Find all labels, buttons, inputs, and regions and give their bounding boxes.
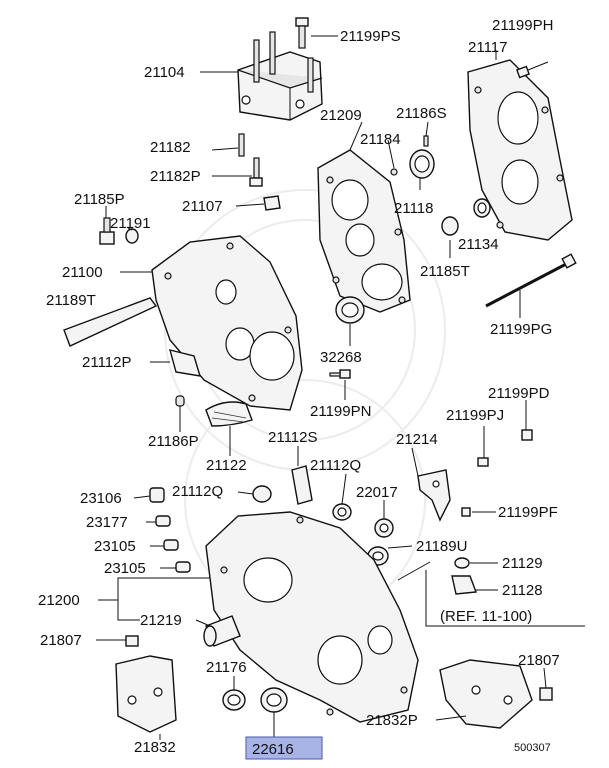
part-21112Q-plug-a[interactable] bbox=[252, 485, 272, 503]
part-21112P-cover[interactable] bbox=[169, 349, 201, 377]
label-21186P[interactable]: 21186P bbox=[148, 433, 199, 450]
label-21200[interactable]: 21200 bbox=[38, 592, 80, 609]
label-21100[interactable]: 21100 bbox=[62, 264, 103, 281]
part-21176-seal[interactable] bbox=[222, 689, 246, 711]
label-21185T[interactable]: 21185T bbox=[420, 263, 470, 280]
part-23105-bushing-a[interactable] bbox=[163, 539, 179, 551]
label-21199PS[interactable]: 21199PS bbox=[340, 28, 401, 45]
label-21189U[interactable]: 21189U bbox=[416, 538, 467, 555]
label-21176[interactable]: 21176 bbox=[206, 659, 247, 676]
part-23106-boot[interactable] bbox=[149, 487, 165, 503]
part-21199PF-bolt[interactable] bbox=[461, 507, 471, 517]
part-21184-pin[interactable] bbox=[390, 168, 398, 176]
part-21199PN-bolt[interactable] bbox=[329, 369, 351, 379]
label-21199PF[interactable]: 21199PF bbox=[498, 504, 558, 521]
part-21832P-bracket[interactable] bbox=[439, 659, 533, 729]
part-21214-bracket[interactable] bbox=[417, 469, 451, 522]
part-21200-housing[interactable] bbox=[205, 511, 419, 723]
label-21219[interactable]: 21219 bbox=[140, 612, 182, 629]
label-23177[interactable]: 23177 bbox=[86, 514, 128, 531]
part-21199PD-bolt[interactable] bbox=[521, 429, 533, 441]
label-21112Q-a[interactable]: 21112Q bbox=[172, 483, 223, 500]
label-22616[interactable]: 22616 bbox=[252, 741, 294, 758]
part-21128-sensor[interactable] bbox=[451, 575, 477, 595]
label-21214[interactable]: 21214 bbox=[396, 431, 438, 448]
part-21182-stud[interactable] bbox=[238, 133, 245, 157]
part-32268-seal[interactable] bbox=[335, 296, 365, 324]
label-22017[interactable]: 22017 bbox=[356, 484, 398, 501]
label-32268[interactable]: 32268 bbox=[320, 349, 362, 366]
part-23105-bushing-b[interactable] bbox=[175, 561, 191, 573]
label-21129[interactable]: 21129 bbox=[502, 555, 543, 572]
part-21832-bracket[interactable] bbox=[115, 655, 177, 733]
label-21191[interactable]: 21191 bbox=[110, 215, 151, 232]
label-21199PJ[interactable]: 21199PJ bbox=[446, 407, 504, 424]
label-21209[interactable]: 21209 bbox=[320, 107, 362, 124]
label-21117[interactable]: 21117 bbox=[468, 39, 508, 56]
label-21189T[interactable]: 21189T bbox=[46, 292, 96, 309]
part-21199PG-long-bolt[interactable] bbox=[485, 253, 577, 308]
part-21112Q-seal-b[interactable] bbox=[332, 503, 352, 521]
part-21219-sleeve[interactable] bbox=[203, 615, 241, 647]
label-23106[interactable]: 23106 bbox=[80, 490, 122, 507]
label-21112P[interactable]: 21112P bbox=[82, 354, 132, 371]
ref-label[interactable]: (REF. 11-100) bbox=[440, 608, 532, 625]
label-21128[interactable]: 21128 bbox=[502, 582, 543, 599]
ref-cable bbox=[397, 561, 585, 627]
part-21185T-plug[interactable] bbox=[441, 216, 459, 236]
part-21189T-gasket[interactable] bbox=[63, 297, 158, 347]
part-21122-magnet[interactable] bbox=[205, 401, 253, 427]
label-21832P[interactable]: 21832P bbox=[366, 712, 418, 729]
part-21182P-stud[interactable] bbox=[249, 157, 263, 187]
part-21104-cover[interactable] bbox=[237, 31, 323, 121]
label-23105-a[interactable]: 23105 bbox=[94, 538, 136, 555]
label-21107[interactable]: 21107 bbox=[182, 198, 223, 215]
part-21118-seal[interactable] bbox=[409, 149, 435, 179]
label-21122[interactable]: 21122 bbox=[206, 457, 247, 474]
part-23177-bushing[interactable] bbox=[155, 515, 171, 527]
label-21182[interactable]: 21182 bbox=[150, 139, 191, 156]
label-21134[interactable]: 21134 bbox=[458, 236, 499, 253]
label-21807-left[interactable]: 21807 bbox=[40, 632, 82, 649]
part-21199PS-bolt[interactable] bbox=[295, 17, 309, 49]
label-21182P[interactable]: 21182P bbox=[150, 168, 201, 185]
label-21199PN[interactable]: 21199PN bbox=[310, 403, 371, 420]
label-21118[interactable]: 21118 bbox=[394, 200, 434, 217]
part-labels: 21199PS 21199PH 21117 21104 21209 21186S… bbox=[38, 17, 560, 758]
part-22017-seal[interactable] bbox=[374, 518, 394, 538]
highlight-box bbox=[245, 736, 323, 760]
part-21185P-plug[interactable] bbox=[99, 217, 115, 245]
part-21209-plate[interactable] bbox=[317, 149, 411, 313]
part-21186S-pin[interactable] bbox=[423, 135, 429, 147]
label-21832[interactable]: 21832 bbox=[134, 739, 176, 756]
label-21199PG[interactable]: 21199PG bbox=[490, 321, 552, 338]
part-21807-bolt-left[interactable] bbox=[125, 635, 139, 647]
label-21807-right[interactable]: 21807 bbox=[518, 652, 560, 669]
part-21186P-pin[interactable] bbox=[175, 395, 185, 407]
label-21186S[interactable]: 21186S bbox=[396, 105, 447, 122]
part-21191-ring[interactable] bbox=[125, 228, 139, 244]
label-21199PH[interactable]: 21199PH bbox=[492, 17, 553, 34]
part-22616-seal[interactable] bbox=[260, 687, 288, 713]
leader-lines bbox=[96, 35, 547, 740]
part-21117-rear-cover[interactable] bbox=[467, 59, 573, 241]
part-21134-washer[interactable] bbox=[473, 198, 491, 218]
part-21199PJ-bolt[interactable] bbox=[477, 457, 489, 467]
label-21112Q-b[interactable]: 21112Q bbox=[310, 457, 361, 474]
label-21199PD[interactable]: 21199PD bbox=[488, 385, 550, 402]
label-21185P[interactable]: 21185P bbox=[74, 191, 125, 208]
part-21107-plug[interactable] bbox=[263, 195, 281, 211]
label-21184[interactable]: 21184 bbox=[360, 131, 401, 148]
part-21199PH-bolt[interactable] bbox=[516, 61, 549, 79]
label-21112S[interactable]: 21112S bbox=[268, 429, 318, 446]
label-21104[interactable]: 21104 bbox=[144, 64, 185, 81]
part-21807-bolt-right[interactable] bbox=[539, 687, 553, 701]
part-21112S-cover[interactable] bbox=[291, 465, 313, 505]
part-21129-cap[interactable] bbox=[454, 557, 470, 569]
part-21100-case[interactable] bbox=[151, 235, 303, 411]
diagram-code: 500307 bbox=[514, 742, 551, 754]
label-23105-b[interactable]: 23105 bbox=[104, 560, 146, 577]
